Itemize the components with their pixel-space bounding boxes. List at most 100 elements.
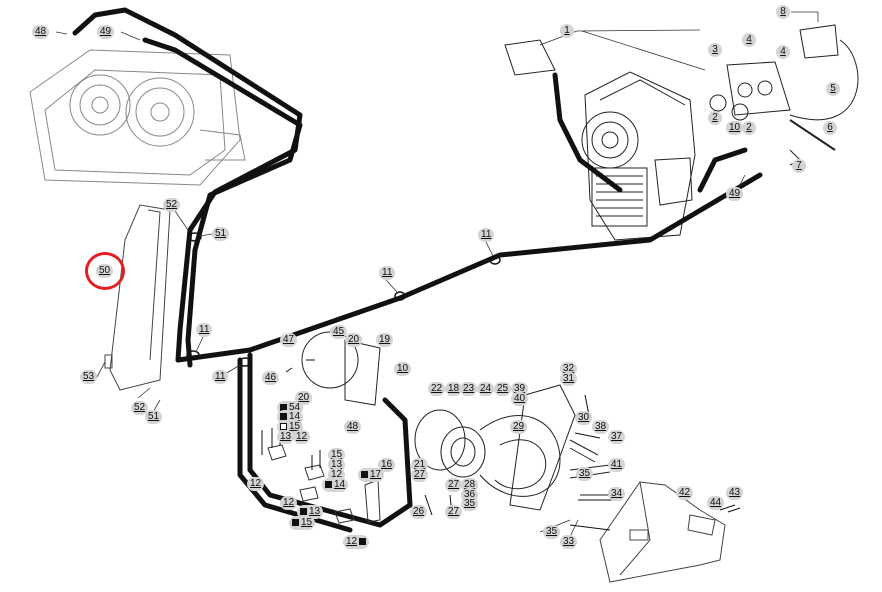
callout-part-18: 18: [445, 382, 463, 396]
callout-number: 32: [563, 363, 575, 374]
callout-part-35: 35: [543, 525, 561, 539]
leader-lines: [55, 11, 819, 542]
callout-number: 11: [215, 371, 226, 382]
callout-number: 15: [301, 517, 313, 528]
callout-number: 42: [679, 487, 691, 498]
callout-number: 38: [595, 421, 607, 432]
callout-number: 15: [331, 449, 343, 460]
callout-number: 12: [346, 536, 358, 547]
callout-number: 48: [347, 421, 359, 432]
callout-number: 12: [283, 497, 295, 508]
callout-part-11: 11: [379, 266, 396, 280]
callout-number: 39: [514, 383, 526, 394]
callout-number: 54: [289, 402, 301, 413]
callout-number: 30: [578, 412, 590, 423]
callout-part-7: 7: [792, 159, 806, 173]
heater-box-assembly: [581, 71, 696, 241]
callout-number: 15: [289, 421, 301, 432]
callout-part-27: 27: [445, 478, 463, 492]
filled-square-marker: [325, 480, 332, 488]
filled-square-marker: [280, 403, 287, 411]
callout-number: 46: [265, 372, 277, 383]
callout-part-53: 53: [80, 370, 98, 384]
callout-part-34: 34: [608, 487, 626, 501]
callout-number: 2: [746, 122, 752, 133]
callout-part-23: 23: [460, 382, 478, 396]
filled-square-marker: [300, 507, 307, 515]
callout-part-37: 37: [608, 430, 626, 444]
callout-part-52: 52: [131, 401, 149, 415]
callout-number: 37: [611, 431, 623, 442]
callout-number: 33: [563, 536, 575, 547]
callout-number: 25: [497, 383, 509, 394]
callout-number: 6: [827, 122, 833, 133]
callout-part-19: 19: [376, 333, 394, 347]
callout-number: 34: [611, 488, 623, 499]
callout-number: 41: [611, 459, 623, 470]
callout-number: 24: [480, 383, 492, 394]
callout-part-43: 43: [726, 486, 744, 500]
callout-number: 47: [283, 334, 295, 345]
callout-number: 20: [348, 334, 360, 345]
callout-part-5: 5: [826, 82, 840, 96]
callout-part-48: 48: [344, 420, 362, 434]
callout-part-12: 12: [280, 496, 298, 510]
callout-number: 14: [289, 411, 301, 422]
callout-number: 11: [382, 267, 393, 278]
callout-number: 48: [35, 26, 47, 37]
callout-number: 52: [166, 199, 178, 210]
callout-number: 45: [333, 326, 345, 337]
callout-part-12: 12: [343, 535, 370, 549]
callout-part-35: 35: [576, 467, 594, 481]
callout-number: 4: [780, 46, 786, 57]
callout-number: 8: [780, 6, 786, 17]
callout-part-52: 52: [163, 198, 181, 212]
callout-number: 2: [712, 112, 718, 123]
callout-number: 31: [563, 373, 575, 384]
callout-part-13: 13: [297, 505, 324, 519]
callout-number: 10: [729, 122, 741, 133]
callout-number: 35: [546, 526, 558, 537]
part-50-highlight-circle: [85, 252, 125, 290]
callout-number: 49: [100, 26, 112, 37]
callout-part-4: 4: [776, 45, 790, 59]
callout-part-8: 8: [776, 5, 790, 19]
mounting-bracket: [599, 481, 726, 583]
callout-number: 4: [746, 34, 752, 45]
callout-part-47: 47: [280, 333, 298, 347]
callout-number: 11: [199, 324, 210, 335]
callout-part-46: 46: [262, 371, 280, 385]
callout-part-6: 6: [823, 121, 837, 135]
callout-part-41: 41: [608, 458, 626, 472]
filled-square-marker: [359, 537, 367, 545]
callout-number: 14: [334, 479, 346, 490]
callout-number: 29: [513, 421, 525, 432]
callout-part-50: 50: [96, 264, 114, 278]
firewall-guard: [104, 204, 171, 391]
callout-part-27: 27: [411, 468, 429, 482]
radiator-assembly: [29, 49, 246, 186]
callout-number: 11: [481, 229, 492, 240]
callout-number: 13: [280, 431, 292, 442]
callout-number: 10: [397, 363, 409, 374]
callout-part-20: 20: [345, 333, 363, 347]
callout-number: 18: [448, 383, 460, 394]
callout-part-15: 15: [289, 516, 316, 530]
callout-number: 52: [134, 402, 146, 413]
callout-number: 17: [370, 469, 382, 480]
callout-number: 36: [464, 489, 476, 500]
callout-part-27: 27: [445, 505, 463, 519]
callout-part-35: 35: [461, 497, 479, 511]
callout-part-4: 4: [742, 33, 756, 47]
callout-part-45: 45: [330, 325, 348, 339]
callout-number: 51: [215, 228, 227, 239]
callout-number: 19: [379, 334, 391, 345]
callout-number: 13: [309, 506, 321, 517]
callout-part-14: 14: [322, 478, 349, 492]
callout-number: 7: [796, 160, 802, 171]
callout-number: 27: [414, 469, 426, 480]
open-square-marker: [280, 422, 287, 430]
callout-part-12: 12: [247, 477, 265, 491]
callout-part-22: 22: [428, 382, 446, 396]
